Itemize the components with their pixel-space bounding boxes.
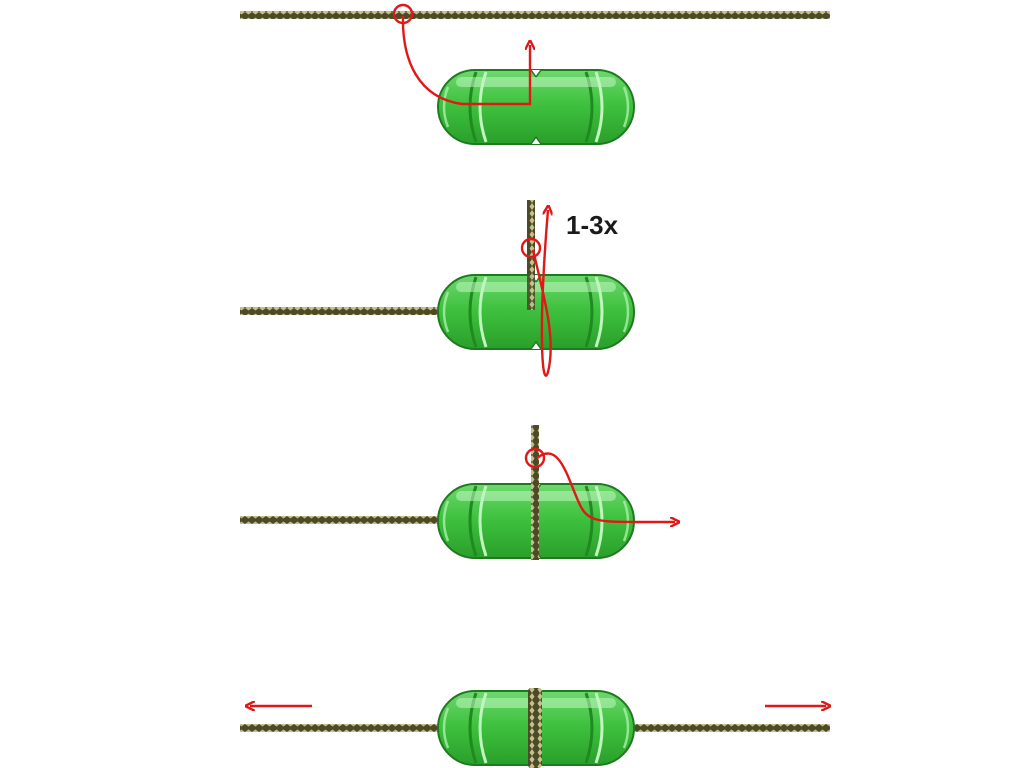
main-line [240, 516, 535, 524]
pull-through-arrow [536, 452, 675, 522]
wrap-count-label: 1-3x [566, 210, 619, 240]
tied-knot [528, 688, 542, 768]
main-line [240, 307, 535, 315]
step-2-group: 1-3x [240, 200, 636, 377]
wrap-arrow [531, 210, 551, 377]
line-origin-marker [392, 3, 414, 25]
line-path-arrow [401, 15, 530, 106]
step-1-group [240, 3, 830, 146]
main-line [240, 11, 830, 19]
stopper-bead [436, 273, 636, 351]
wrap-start-marker [520, 237, 542, 259]
step-4-group [240, 688, 830, 768]
pull-start-marker [524, 447, 546, 469]
stopper-bead [436, 68, 636, 146]
step-3-group [240, 425, 675, 560]
tag-line-over [527, 250, 535, 310]
wrapped-line [531, 425, 539, 560]
